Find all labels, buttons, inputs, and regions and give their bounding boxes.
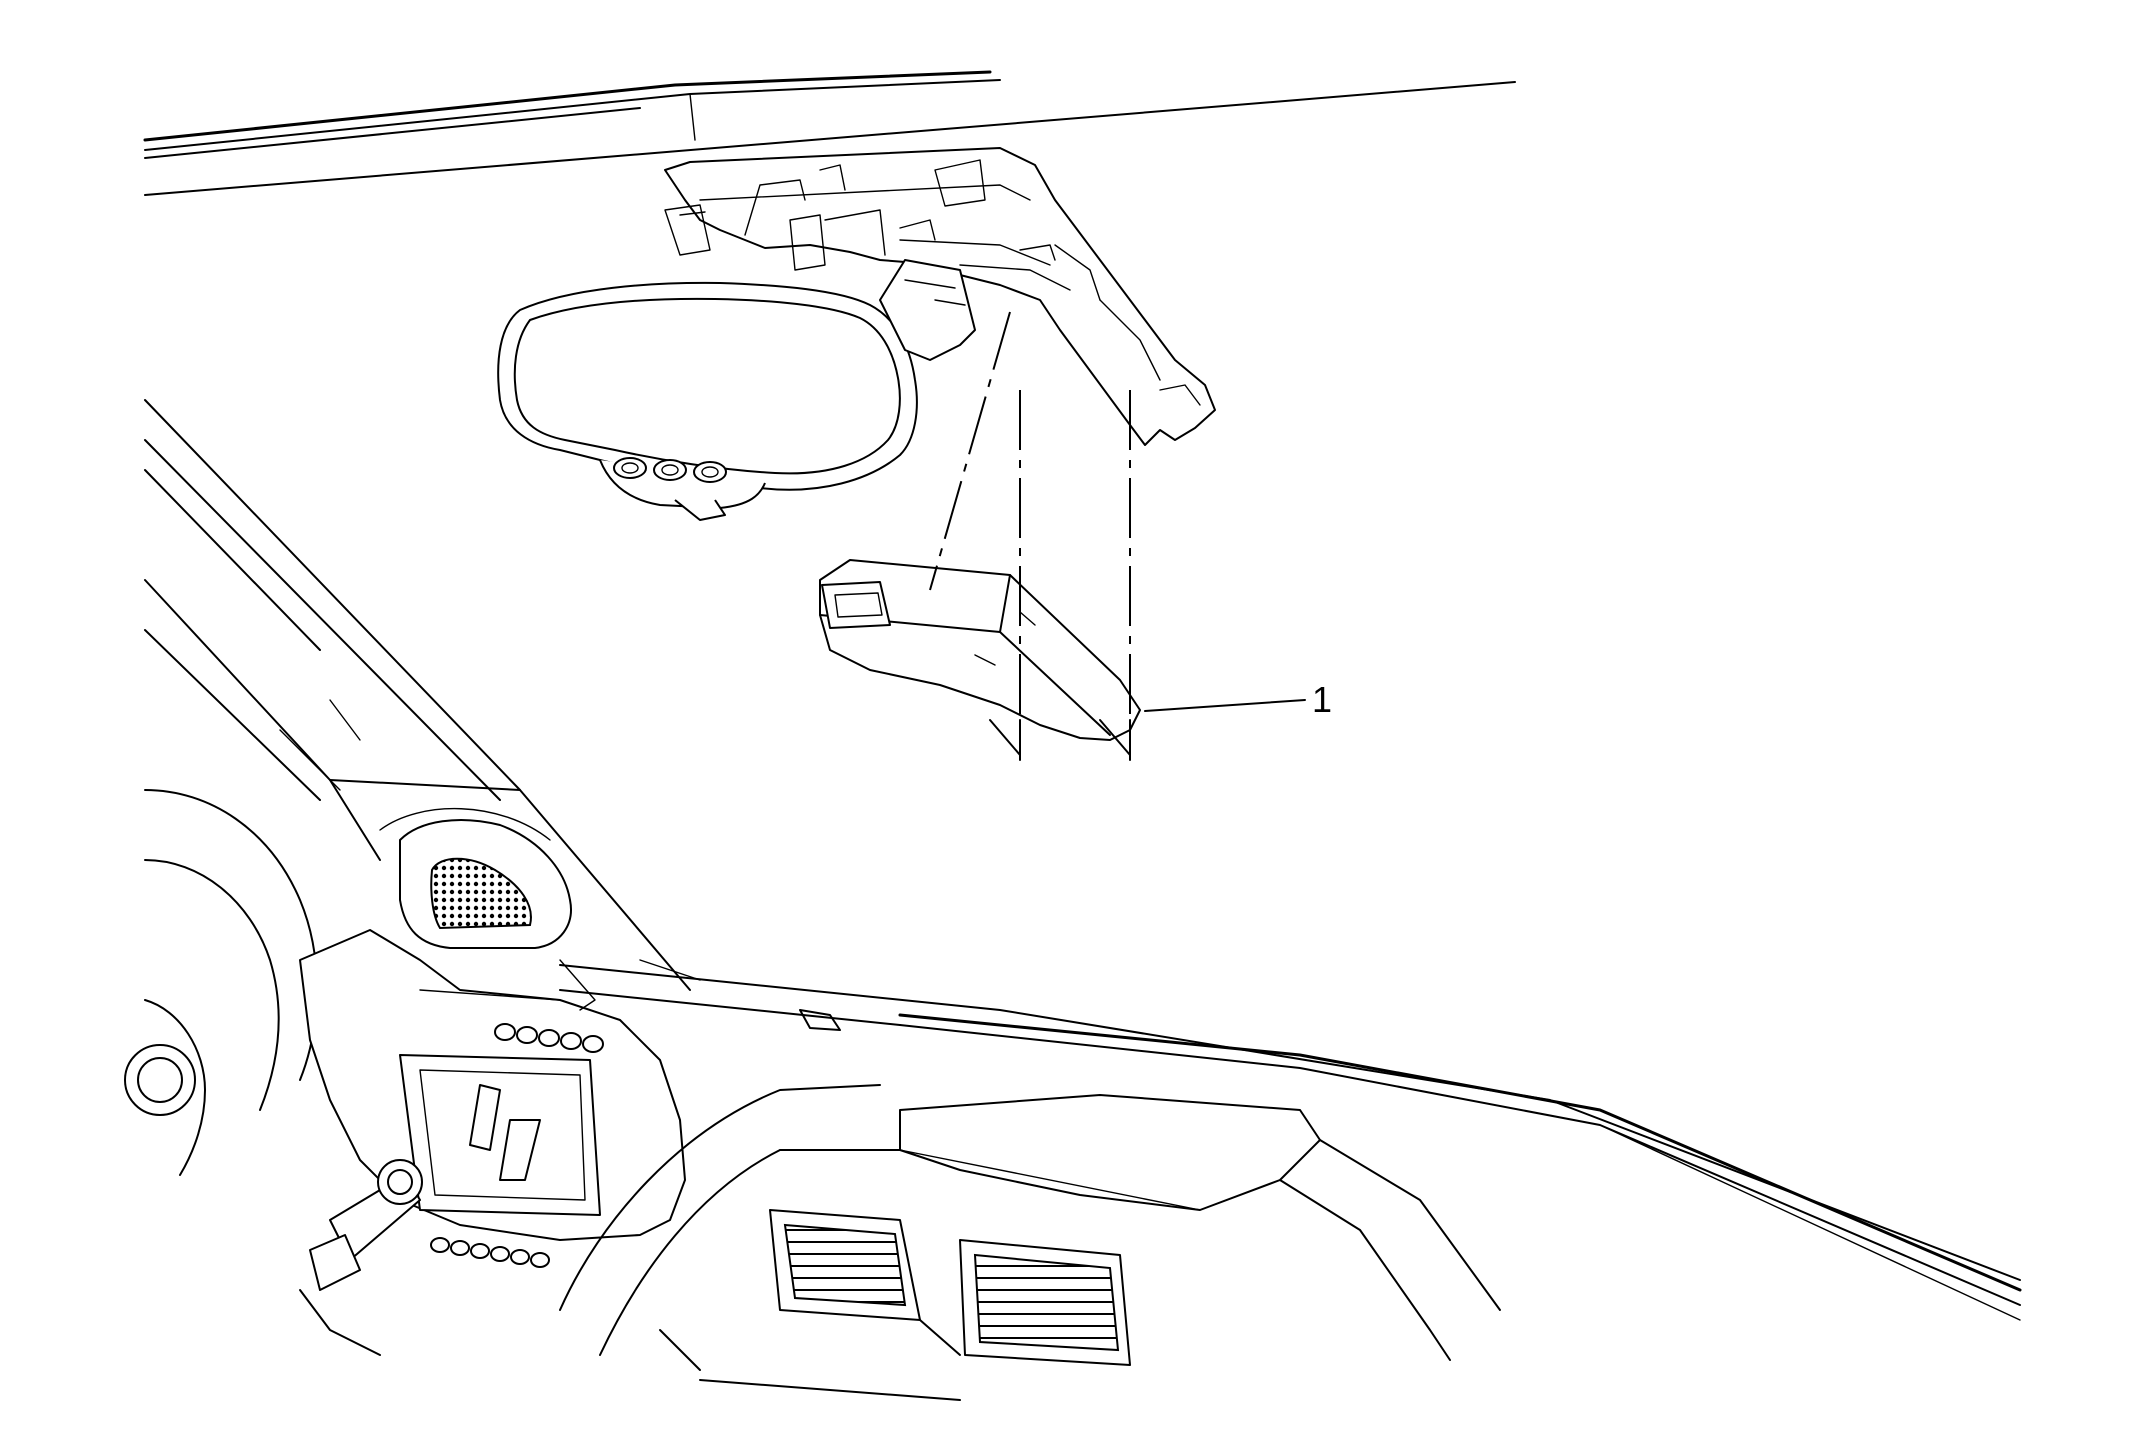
control-stalk [299,1159,423,1356]
module-component [819,559,1141,741]
alignment-lines [929,311,1131,761]
a-pillar [144,399,691,991]
dashboard-top [559,964,2022,1321]
rearview-mirror [497,259,976,521]
mounting-bracket [664,147,1216,446]
mirror-button-right [693,461,727,483]
mirror-button-left [613,457,647,479]
cluster-buttons-bottom [430,1237,550,1268]
cluster-buttons-top [494,1023,604,1053]
center-console [559,1084,1501,1401]
windshield-header [143,70,1516,196]
dash-detail-lines [419,959,701,1371]
callout-1-label: 1 [1312,679,1332,720]
steering-wheel [124,789,318,1176]
speaker-grille [379,808,572,949]
callout-1: 1 [1144,679,1332,720]
mirror-button-center [653,459,687,481]
